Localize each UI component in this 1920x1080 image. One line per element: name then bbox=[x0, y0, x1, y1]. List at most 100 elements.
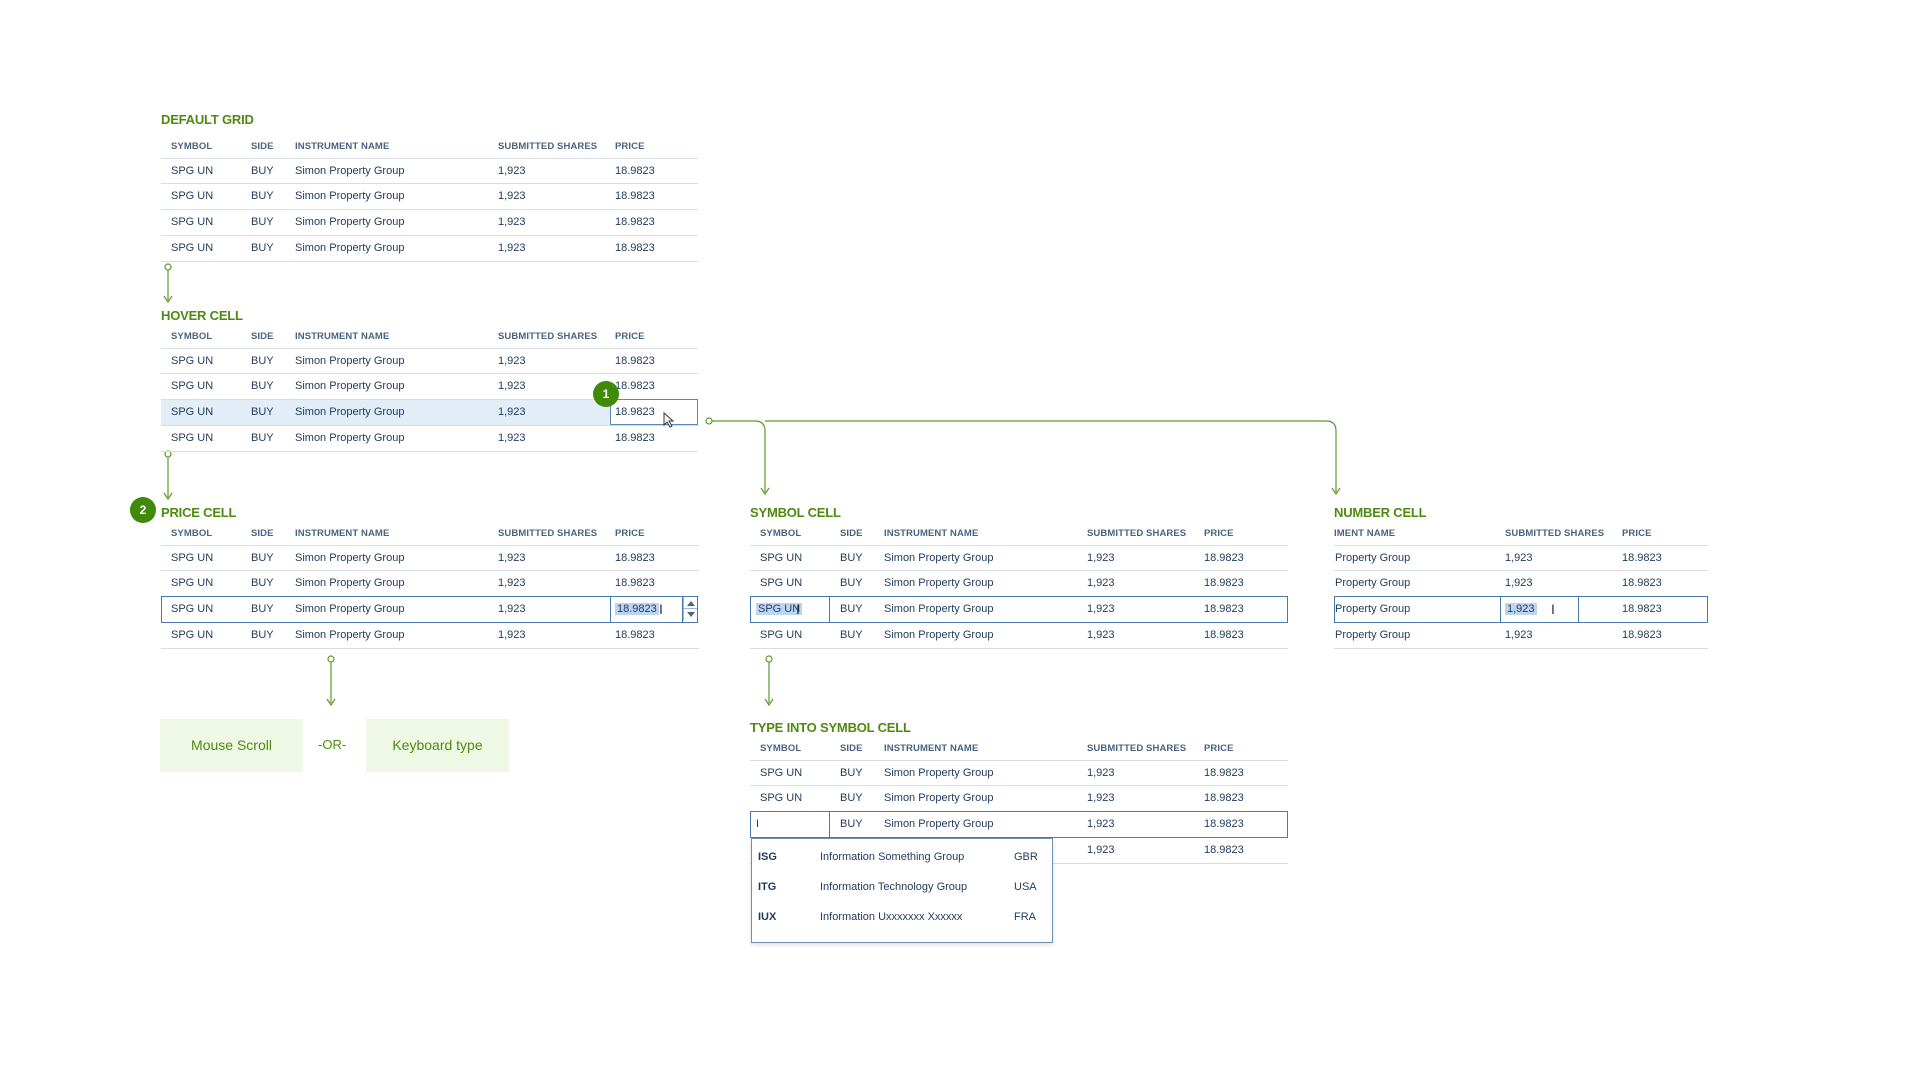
cell-symbol[interactable]: SPG UN bbox=[171, 242, 214, 254]
cell-price[interactable]: 18.9823 bbox=[1204, 629, 1244, 641]
table-row-editing[interactable]: Property Group 1,923 I 18.9823 bbox=[1334, 596, 1708, 623]
cell-instrument-name[interactable]: Simon Property Group bbox=[295, 552, 405, 564]
cell-instrument-name[interactable]: Simon Property Group bbox=[295, 577, 405, 589]
cell-price[interactable]: 18.9823 bbox=[615, 629, 655, 641]
cell-instrument-name[interactable]: Simon Property Group bbox=[295, 603, 405, 615]
cell-price[interactable]: 18.9823 bbox=[1204, 818, 1244, 830]
table-row[interactable]: SPG UN BUY Simon Property Group 1,923 18… bbox=[161, 426, 698, 452]
cell-shares[interactable]: 1,923 bbox=[1087, 629, 1115, 641]
typed-text[interactable]: I bbox=[756, 818, 760, 830]
cell-symbol[interactable]: SPG UN bbox=[171, 603, 214, 615]
header-instrument-name[interactable]: INSTRUMENT NAME bbox=[884, 528, 979, 539]
cell-shares[interactable]: 1,923 bbox=[498, 165, 526, 177]
cell-side[interactable]: BUY bbox=[840, 792, 863, 804]
cell-shares[interactable]: 1,923 bbox=[498, 603, 526, 615]
cell-price[interactable]: 18.9823 bbox=[1622, 577, 1662, 589]
hovered-price-cell[interactable]: 18.9823 bbox=[610, 399, 698, 428]
cell-shares[interactable]: 1,923 bbox=[498, 242, 526, 254]
header-symbol[interactable]: SYMBOL bbox=[760, 528, 802, 539]
header-submitted-shares[interactable]: SUBMITTED SHARES bbox=[1087, 528, 1187, 539]
symbol-editor[interactable]: SPG UN I bbox=[750, 597, 830, 622]
header-submitted-shares[interactable]: SUBMITTED SHARES bbox=[1505, 528, 1605, 539]
cell-symbol[interactable]: SPG UN bbox=[171, 165, 214, 177]
cell-symbol[interactable]: SPG UN bbox=[171, 552, 214, 564]
cell-shares[interactable]: 1,923 bbox=[1505, 577, 1533, 589]
cell-symbol[interactable]: SPG UN bbox=[171, 190, 214, 202]
header-side[interactable]: SIDE bbox=[840, 743, 863, 754]
cell-side[interactable]: BUY bbox=[840, 603, 863, 615]
decrement-arrow-icon[interactable] bbox=[687, 612, 695, 617]
symbol-search-input[interactable]: I bbox=[750, 812, 830, 837]
cell-shares[interactable]: 1,923 bbox=[1087, 603, 1115, 615]
cell-side[interactable]: BUY bbox=[251, 603, 274, 615]
cell-price[interactable]: 18.9823 bbox=[1204, 552, 1244, 564]
shares-editor-value[interactable]: 1,923 bbox=[1505, 603, 1537, 615]
cell-shares[interactable]: 1,923 bbox=[1505, 629, 1533, 641]
cell-side[interactable]: BUY bbox=[251, 552, 274, 564]
cell-instrument-name[interactable]: Simon Property Group bbox=[884, 629, 994, 641]
cell-side[interactable]: BUY bbox=[251, 577, 274, 589]
cell-side[interactable]: BUY bbox=[251, 355, 274, 367]
cell-symbol[interactable]: SPG UN bbox=[760, 552, 803, 564]
cell-symbol[interactable]: SPG UN bbox=[171, 432, 214, 444]
cell-shares[interactable]: 1,923 bbox=[1087, 577, 1115, 589]
header-instrument-name[interactable]: INSTRUMENT NAME bbox=[884, 743, 979, 754]
cell-shares[interactable]: 1,923 bbox=[498, 190, 526, 202]
cell-price[interactable]: 18.9823 bbox=[615, 165, 655, 177]
cell-price[interactable]: 18.9823 bbox=[615, 552, 655, 564]
cell-shares[interactable]: 1,923 bbox=[1087, 552, 1115, 564]
cell-instrument-name[interactable]: Simon Property Group bbox=[884, 577, 994, 589]
cell-price[interactable]: 18.9823 bbox=[1204, 577, 1244, 589]
suggestion-item[interactable]: IUX Information Uxxxxxxx Xxxxxx FRA bbox=[752, 902, 1052, 932]
cell-shares[interactable]: 1,923 bbox=[498, 577, 526, 589]
cell-symbol[interactable]: SPG UN bbox=[171, 629, 214, 641]
increment-arrow-icon[interactable] bbox=[687, 601, 695, 606]
table-row-editing[interactable]: SPG UN I BUY Simon Property Group 1,923 … bbox=[750, 596, 1288, 623]
cell-symbol[interactable]: SPG UN bbox=[171, 216, 214, 228]
table-row[interactable]: SPG UN BUY Simon Property Group 1,923 18… bbox=[161, 158, 698, 184]
header-submitted-shares[interactable]: SUBMITTED SHARES bbox=[498, 528, 598, 539]
cell-side[interactable]: BUY bbox=[840, 577, 863, 589]
table-row[interactable]: SPG UN BUY Simon Property Group 1,923 18… bbox=[161, 545, 699, 571]
cell-instrument-name[interactable]: Simon Property Group bbox=[295, 216, 405, 228]
cell-shares[interactable]: 1,923 bbox=[498, 552, 526, 564]
cell-instrument-name[interactable]: Property Group bbox=[1335, 603, 1411, 615]
table-row[interactable]: SPG UN BUY Simon Property Group 1,923 18… bbox=[161, 374, 698, 400]
header-price[interactable]: PRICE bbox=[615, 528, 645, 539]
cell-symbol[interactable]: SPG UN bbox=[760, 767, 803, 779]
cell-instrument-name[interactable]: Property Group bbox=[1335, 577, 1411, 589]
header-submitted-shares[interactable]: SUBMITTED SHARES bbox=[498, 141, 598, 152]
cell-instrument-name[interactable]: Property Group bbox=[1335, 552, 1411, 564]
header-symbol[interactable]: SYMBOL bbox=[171, 528, 213, 539]
cell-shares[interactable]: 1,923 bbox=[498, 432, 526, 444]
price-spinner[interactable] bbox=[683, 597, 697, 621]
header-side[interactable]: SIDE bbox=[251, 331, 274, 342]
header-price[interactable]: PRICE bbox=[1204, 743, 1234, 754]
header-submitted-shares[interactable]: SUBMITTED SHARES bbox=[1087, 743, 1187, 754]
cell-shares[interactable]: 1,923 bbox=[1087, 818, 1115, 830]
cell-side[interactable]: BUY bbox=[251, 380, 274, 392]
cell-side[interactable]: BUY bbox=[251, 190, 274, 202]
cell-price[interactable]: 18.9823 bbox=[615, 432, 655, 444]
header-instrument-name[interactable]: INSTRUMENT NAME bbox=[295, 528, 390, 539]
cell-instrument-name[interactable]: Simon Property Group bbox=[884, 552, 994, 564]
cell-shares[interactable]: 1,923 bbox=[1087, 767, 1115, 779]
header-side[interactable]: SIDE bbox=[251, 141, 274, 152]
cell-side[interactable]: BUY bbox=[251, 432, 274, 444]
cell-price[interactable]: 18.9823 bbox=[615, 577, 655, 589]
cell-price[interactable]: 18.9823 bbox=[1204, 603, 1244, 615]
header-instrument-name[interactable]: INSTRUMENT NAME bbox=[295, 141, 390, 152]
cell-symbol[interactable]: SPG UN bbox=[760, 792, 803, 804]
cell-side[interactable]: BUY bbox=[251, 216, 274, 228]
cell-price[interactable]: 18.9823 bbox=[615, 216, 655, 228]
cell-side[interactable]: BUY bbox=[840, 552, 863, 564]
cell-instrument-name[interactable]: Simon Property Group bbox=[295, 406, 405, 418]
cell-side[interactable]: BUY bbox=[840, 818, 863, 830]
header-symbol[interactable]: SYMBOL bbox=[760, 743, 802, 754]
table-row[interactable]: SPG UN BUY Simon Property Group 1,923 18… bbox=[161, 348, 698, 374]
header-price[interactable]: PRICE bbox=[1204, 528, 1234, 539]
header-symbol[interactable]: SYMBOL bbox=[171, 331, 213, 342]
cell-instrument-name[interactable]: Simon Property Group bbox=[295, 629, 405, 641]
cell-price[interactable]: 18.9823 bbox=[1622, 552, 1662, 564]
table-row[interactable]: SPG UN BUY Simon Property Group 1,923 18… bbox=[161, 236, 698, 262]
